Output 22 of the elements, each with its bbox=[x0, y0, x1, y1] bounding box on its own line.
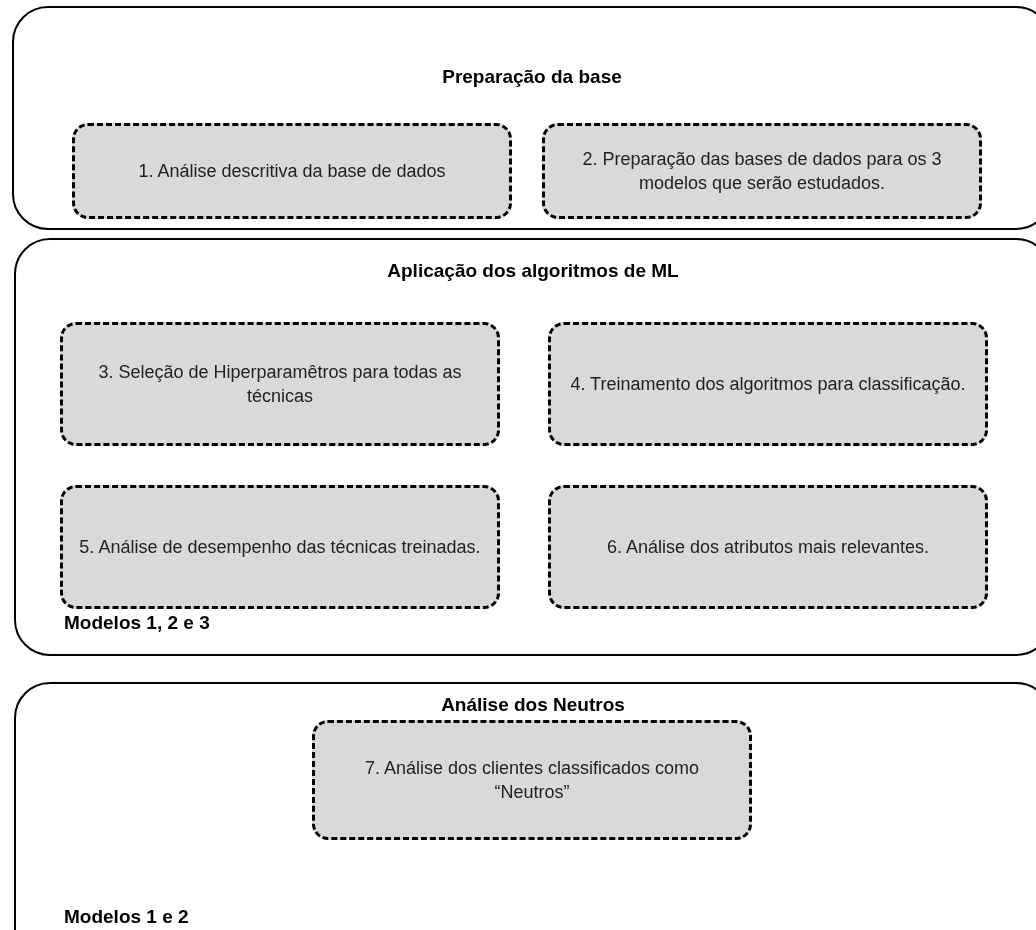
section-panel bbox=[12, 6, 1036, 230]
model-note: Modelos 1 e 2 bbox=[64, 906, 189, 928]
step-box bbox=[312, 720, 752, 840]
step-box bbox=[548, 485, 988, 609]
step-box bbox=[60, 485, 500, 609]
section-panel bbox=[14, 238, 1036, 656]
model-note: Modelos 1, 2 e 3 bbox=[64, 612, 210, 634]
step-text: 2. Preparação das bases de dados para os 3 modelos que serão estudados. bbox=[581, 148, 943, 195]
section-heading: Preparação da base bbox=[442, 66, 622, 88]
step-box bbox=[60, 322, 500, 446]
section-panel bbox=[14, 682, 1036, 930]
step-box bbox=[542, 123, 982, 219]
step-box bbox=[72, 123, 512, 219]
step-text: 4. Treinamento dos algoritmos para classificação. bbox=[570, 373, 966, 396]
step-text: 1. Análise descritiva da base de dados bbox=[138, 160, 446, 183]
step-text: 7. Análise dos clientes classificados como “Neutros” bbox=[363, 757, 701, 804]
step-text: 3. Seleção de Hiperparamêtros para todas as técnicas bbox=[97, 361, 463, 408]
section-heading: Análise dos Neutros bbox=[441, 694, 625, 716]
section-heading: Aplicação dos algoritmos de ML bbox=[387, 260, 679, 282]
step-box bbox=[548, 322, 988, 446]
step-text: 6. Análise dos atributos mais relevantes. bbox=[606, 536, 930, 559]
step-text: 5. Análise de desempenho das técnicas treinadas. bbox=[79, 536, 481, 559]
